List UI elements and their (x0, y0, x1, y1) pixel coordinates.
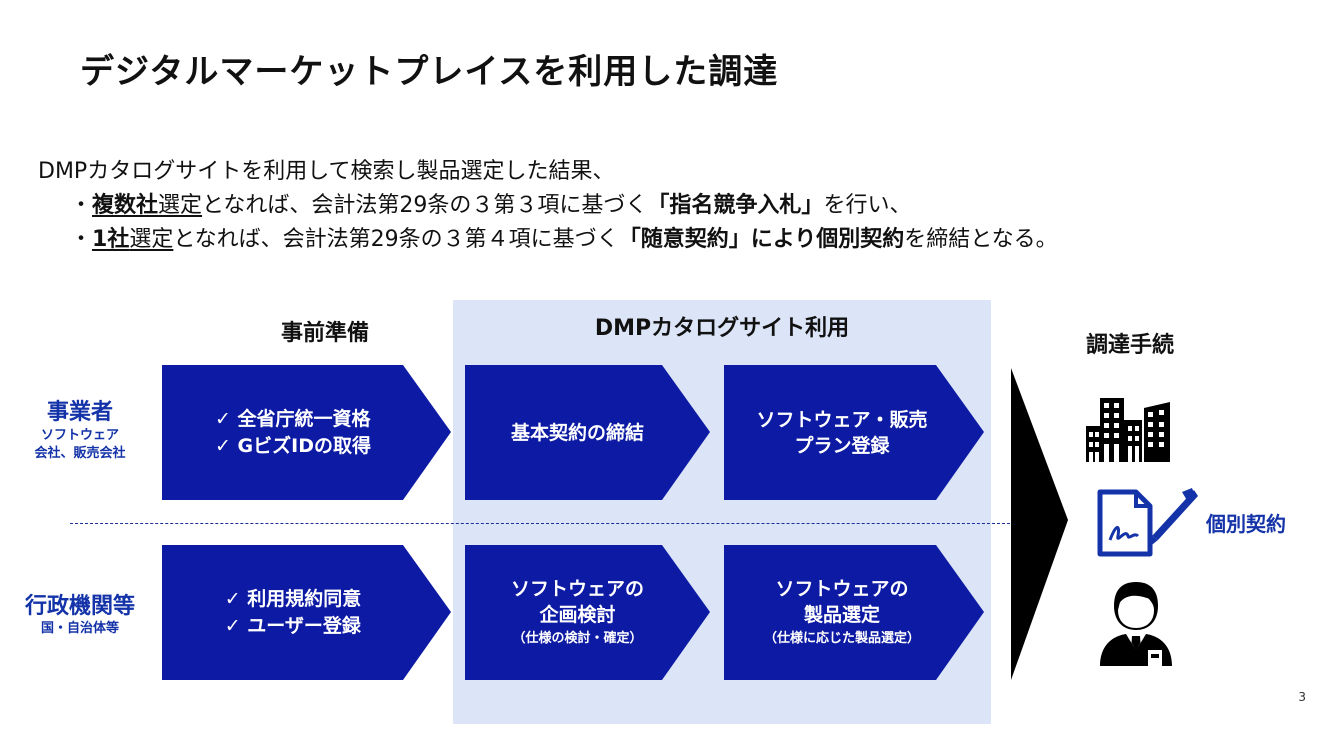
building-icon (1086, 398, 1170, 462)
intro-line-1: DMPカタログサイトを利用して検索し製品選定した結果、 (38, 159, 615, 184)
gov-prep-items: ✓ 利用規約同意 ✓ ユーザー登録 (225, 586, 362, 640)
header-dmp: DMPカタログサイト利用 (594, 316, 850, 341)
bracket-open: 「 (618, 227, 641, 252)
intro-text: DMPカタログサイトを利用して検索し製品選定した結果、 ・複数社選定となれば、会… (38, 155, 1058, 257)
vendor-prep-text: ✓ 全省庁統一資格 ✓ GビズIDの取得 (162, 365, 424, 500)
chevron-vendor-contract (465, 365, 710, 500)
register-line-1: ソフトウェア・販売 (756, 408, 928, 431)
chevron-vendor-prep (162, 365, 451, 500)
government-label: 行政機関等 (24, 594, 135, 619)
row-divider (70, 523, 1010, 524)
header-procurement: 調達手続 (1085, 333, 1174, 358)
government-officer-icon (1100, 582, 1172, 666)
intro-line-3-text: となれば、会計法第29条の３第４項に基づく (173, 227, 619, 252)
check-item: ✓ ユーザー登録 (224, 614, 361, 637)
basic-contract-label: 基本契約の締結 (510, 421, 644, 444)
government-sub-label: 国・自治体等 (40, 621, 119, 636)
chevron-gov-prep (162, 545, 451, 680)
bracket-close: 」 (801, 193, 824, 218)
gov-prep-text: ✓ 利用規約同意 ✓ ユーザー登録 (162, 545, 424, 680)
selection-line-2: 製品選定 (803, 603, 880, 626)
planning-sub: （仕様の検討・確定） (512, 630, 643, 646)
contract-pen-icon (1097, 488, 1198, 557)
intro-line-2-tail: を行い、 (823, 193, 912, 218)
vendor-prep-items: ✓ 全省庁統一資格 ✓ GビズIDの取得 (215, 406, 371, 460)
selection-sub: （仕様に応じた製品選定） (763, 630, 920, 646)
selection-line-1: ソフトウェアの (775, 577, 909, 600)
intro-line-2: ・複数社選定となれば、会計法第29条の３第３項に基づく「指名競争入札」を行い、 (38, 189, 1058, 223)
individual-contract-term: により個別契約 (750, 227, 905, 252)
planning-line-1: ソフトウェアの (510, 577, 644, 600)
bracket-open: 「 (647, 193, 670, 218)
selection-term: 選定 (129, 227, 174, 252)
selection-term: 選定 (158, 193, 203, 218)
vendor-sub-label: ソフトウェア 会社、販売会社 (10, 427, 150, 463)
gov-planning-text: ソフトウェアの 企画検討 （仕様の検討・確定） (465, 545, 690, 680)
header-prep: 事前準備 (280, 321, 369, 346)
vendor-label: 事業者 (46, 400, 113, 425)
page-number: 3 (1298, 690, 1306, 704)
intro-line-2-text: となれば、会計法第29条の３第３項に基づく (202, 193, 648, 218)
vendor-register-text: ソフトウェア・販売 プラン登録 (724, 365, 960, 500)
bullet: ・ (70, 227, 93, 252)
intro-line-3-tail: を締結となる。 (904, 227, 1058, 252)
check-item: ✓ 全省庁統一資格 (215, 407, 371, 430)
check-item: ✓ 利用規約同意 (224, 587, 362, 610)
gov-selection-text: ソフトウェアの 製品選定 （仕様に応じた製品選定） (724, 545, 960, 680)
multi-vendor-term: 複数社 (92, 193, 159, 218)
check-item: ✓ GビズIDの取得 (215, 434, 371, 457)
register-line-2: プラン登録 (794, 434, 890, 457)
big-arrow (1011, 368, 1068, 680)
vendor-sub-line-2: 会社、販売会社 (34, 446, 126, 461)
chevron-gov-selection (724, 545, 984, 680)
vendor-sub-line-1: ソフトウェア (40, 428, 119, 443)
vendor-contract-text: 基本契約の締結 (465, 365, 690, 500)
designated-bidding-term: 指名競争入札 (669, 193, 802, 218)
planning-line-2: 企画検討 (539, 603, 616, 626)
chevron-gov-planning (465, 545, 710, 680)
intro-line-3: ・1社選定となれば、会計法第29条の３第４項に基づく「随意契約」により個別契約を… (38, 223, 1058, 257)
negotiated-contract-term: 随意契約 (640, 227, 729, 252)
single-vendor-term: 1社 (92, 227, 130, 252)
chevron-vendor-register (724, 365, 984, 500)
bullet: ・ (70, 193, 93, 218)
bracket-close: 」 (728, 227, 751, 252)
individual-contract-label: 個別契約 (1206, 512, 1286, 536)
page-title: デジタルマーケットプレイスを利用した調達 (80, 52, 779, 92)
